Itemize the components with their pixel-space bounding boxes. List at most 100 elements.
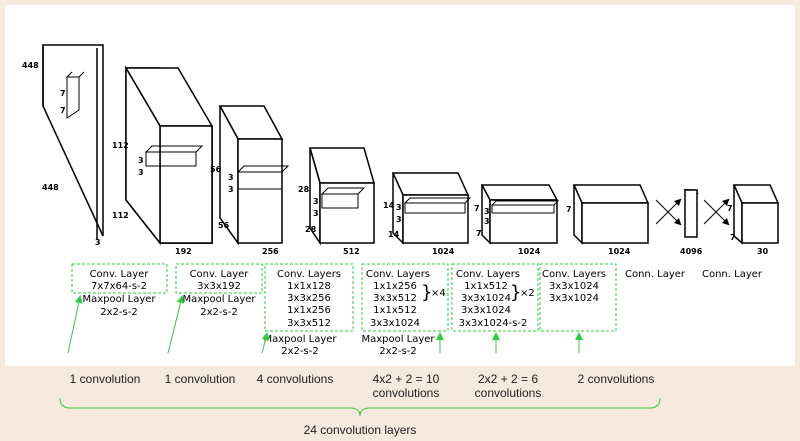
output-width-label: 7: [730, 233, 736, 242]
arrow-2: [167, 295, 185, 354]
layer-box-3-line-2: 3x3x256: [287, 293, 331, 304]
layer-box-3-outline: [264, 263, 354, 332]
layer-box-4-line-3: 1x1x512: [373, 305, 417, 316]
block5-width-label: 7: [476, 229, 482, 238]
block4-kernel-w-label: 3: [396, 215, 402, 224]
layer-box-3-pool: 2x2-s-2: [281, 346, 318, 357]
layer-box-4-pool-title: Maxpool Layer: [361, 334, 435, 345]
total-brace: [59, 397, 661, 417]
block6-volume: [572, 184, 650, 245]
block3-depth-label: 512: [343, 247, 360, 256]
layer-box-5-line-4: 3x3x1024-s-2: [459, 318, 528, 329]
block5-height-label: 7: [474, 204, 480, 213]
block4-depth-label: 1024: [432, 247, 455, 256]
block5-kernel-w-label: 3: [484, 217, 490, 226]
layer-box-4-line-1: 1x1x256: [373, 281, 417, 292]
layer-box-2-outline: [175, 263, 263, 294]
output-volume: [732, 184, 780, 245]
block1-kernel-h-label: 3: [138, 156, 144, 165]
layer-box-5-title: Conv. Layers: [456, 269, 520, 280]
output-height-label: 7: [727, 204, 733, 213]
layer-box-2-line-1: 3x3x192: [197, 281, 241, 292]
layer-box-3-title: Conv. Layers: [277, 269, 341, 280]
conn-layer-2-label: Conn. Layer: [702, 269, 763, 280]
block6-depth-label: 1024: [608, 247, 631, 256]
layer-box-1-outline: [71, 263, 168, 294]
layer-box-6-outline: [539, 263, 617, 332]
layer-box-6-title: Conv. Layers: [542, 269, 606, 280]
layer-box-5-line-1: 1x1x512: [464, 281, 508, 292]
layer-box-4-pool: 2x2-s-2: [379, 346, 416, 357]
layer-box-4-title: Conv. Layers: [366, 269, 430, 280]
conn-layer-1-label: Conn. Layer: [625, 269, 686, 280]
count-4-line-1: 4x2 + 2 = 10: [373, 372, 440, 386]
input-width-label: 448: [42, 183, 59, 192]
block3-kernel-h-label: 3: [313, 197, 319, 206]
fc-depth-label: 4096: [680, 247, 703, 256]
block4-kernel-h-label: 3: [396, 203, 402, 212]
layer-box-4-repeat: ×4: [431, 288, 446, 299]
block1-height-label: 112: [112, 141, 129, 150]
input-depth-label: 3: [95, 238, 101, 247]
count-4-line-2: convolutions: [373, 386, 440, 400]
block6-side-label: 7: [566, 205, 572, 214]
layer-box-4-outline: [361, 263, 449, 332]
layer-box-1-pool: 2x2-s-2: [100, 307, 137, 318]
input-height-label: 448: [22, 61, 39, 70]
layer-box-5-line-2: 3x3x1024: [461, 293, 511, 304]
layer-box-5-outline: [451, 263, 539, 332]
layer-box-2-title: Conv. Layer: [190, 269, 250, 280]
input-kernel-h-label: 7: [60, 89, 66, 98]
layer-box-6-line-1: 3x3x1024: [549, 281, 599, 292]
layer-box-5-brace: }: [510, 282, 521, 303]
block4-height-label: 14: [383, 201, 395, 210]
block3-volume: [309, 147, 375, 246]
layer-box-1-pool-title: Maxpool Layer: [82, 294, 156, 305]
block2-width-label: 56: [218, 221, 230, 230]
block3-width-label: 28: [305, 225, 317, 234]
block5-volume: [480, 184, 560, 245]
layer-box-3-line-1: 1x1x128: [287, 281, 331, 292]
count-2-label: 1 convolution: [165, 372, 236, 386]
count-6-label: 2 convolutions: [578, 372, 655, 386]
block4-width-label: 14: [388, 230, 400, 239]
layer-box-6-line-2: 3x3x1024: [549, 293, 599, 304]
input-kernel-w-label: 7: [60, 106, 66, 115]
layer-box-1-line-1: 7x7x64-s-2: [91, 281, 147, 292]
block5-depth-label: 1024: [518, 247, 541, 256]
layer-box-4-brace: }: [421, 282, 432, 303]
layer-box-1-title: Conv. Layer: [90, 269, 150, 280]
block1-width-label: 112: [112, 211, 129, 220]
block4-volume: [391, 172, 472, 245]
output-depth-label: 30: [757, 247, 769, 256]
total-label: 24 convolution layers: [304, 423, 417, 437]
layer-box-3-pool-title: Maxpool Layer: [263, 334, 337, 345]
block5-kernel-h-label: 3: [484, 207, 490, 216]
layer-box-2-pool: 2x2-s-2: [200, 307, 237, 318]
count-3-label: 4 convolutions: [257, 372, 334, 386]
block1-volume: [124, 65, 214, 246]
layer-box-2-pool-title: Maxpool Layer: [182, 294, 256, 305]
block3-kernel-w-label: 3: [313, 209, 319, 218]
layer-box-3-line-3: 1x1x256: [287, 305, 331, 316]
block3-height-label: 28: [298, 185, 310, 194]
layer-box-4-line-4: 3x3x1024: [370, 318, 420, 329]
block2-kernel-h-label: 3: [228, 173, 234, 182]
count-5-line-2: convolutions: [475, 386, 542, 400]
arrow-3: [261, 332, 270, 354]
layer-box-3-line-4: 3x3x512: [287, 318, 331, 329]
layer-box-outlines: [71, 263, 617, 332]
block2-depth-label: 256: [262, 247, 279, 256]
block1-kernel-w-label: 3: [138, 168, 144, 177]
block2-volume: [218, 105, 290, 246]
count-1-label: 1 convolution: [70, 372, 141, 386]
connection-arrows-2: [703, 198, 730, 226]
layer-box-5-line-3: 3x3x1024: [461, 305, 511, 316]
block2-kernel-w-label: 3: [228, 185, 234, 194]
block2-height-label: 56: [210, 165, 222, 174]
connection-arrows-1: [655, 198, 682, 226]
count-5-line-1: 2x2 + 2 = 6: [478, 372, 538, 386]
fc-4096-volume: [683, 189, 699, 238]
